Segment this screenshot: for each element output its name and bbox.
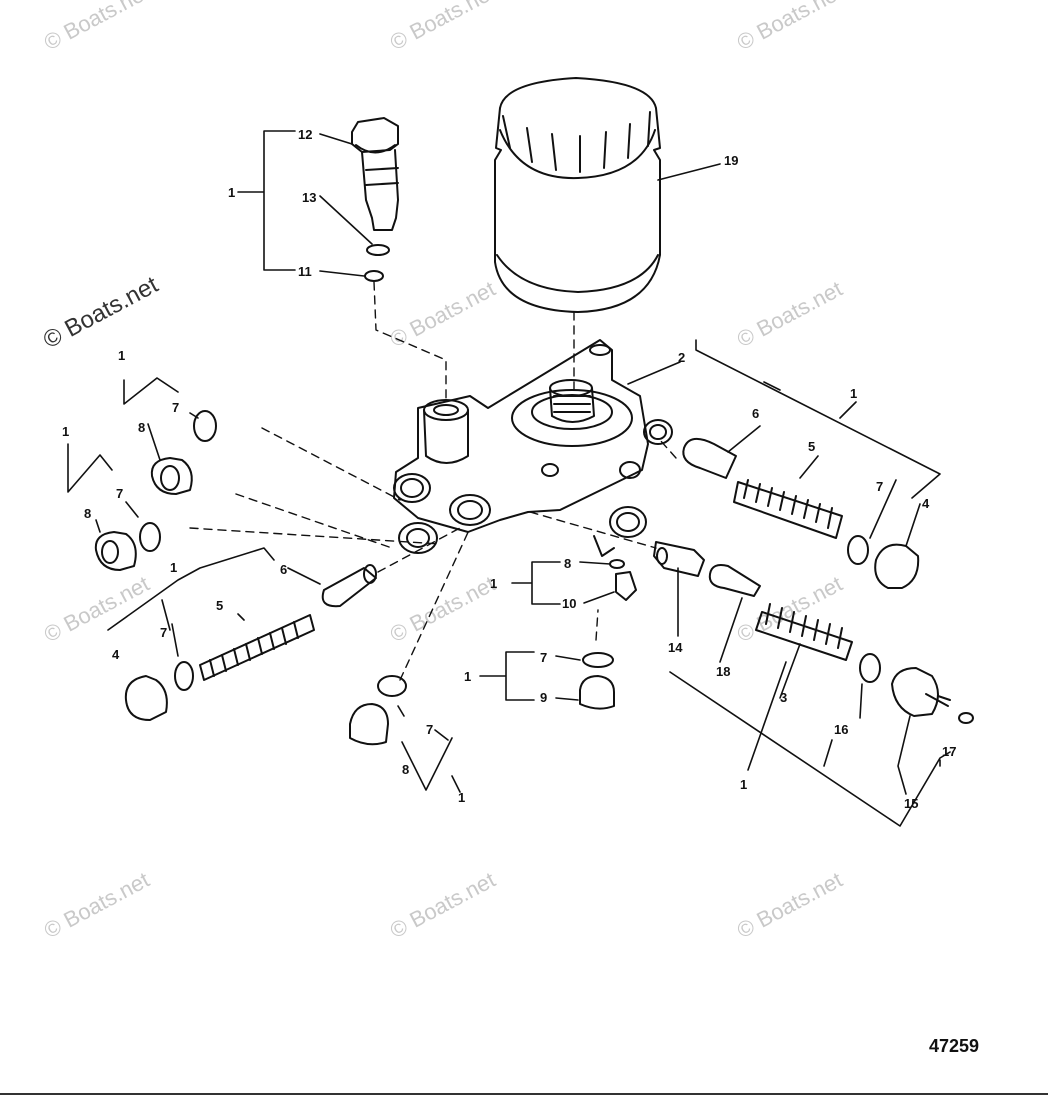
callout-label: 13 bbox=[302, 190, 316, 205]
callout-label: 1 bbox=[228, 185, 235, 200]
callout-label: 11 bbox=[298, 264, 312, 279]
callout-label: 6 bbox=[752, 406, 759, 421]
left-spring-assembly bbox=[124, 564, 377, 721]
callout-label: 7 bbox=[540, 650, 547, 665]
callout-label: 15 bbox=[904, 796, 918, 811]
callout-label: 1 bbox=[170, 560, 177, 575]
callout-label: 2 bbox=[678, 350, 685, 365]
filter-adapter-housing bbox=[393, 339, 673, 557]
callout-label: 5 bbox=[808, 439, 815, 454]
callout-label: 9 bbox=[540, 690, 547, 705]
right-spring-assembly bbox=[682, 437, 920, 589]
bottom-rule bbox=[0, 1093, 1048, 1095]
callout-label: 1 bbox=[458, 790, 465, 805]
callout-label: 8 bbox=[564, 556, 571, 571]
oil-filter-part bbox=[494, 77, 661, 313]
left-plugs bbox=[94, 410, 217, 571]
callout-label: 4 bbox=[112, 647, 120, 662]
callout-label: 10 bbox=[562, 596, 576, 611]
callout-label: 7 bbox=[426, 722, 433, 737]
callout-label: 6 bbox=[280, 562, 287, 577]
document-number: 47259 bbox=[929, 1036, 980, 1056]
callout-label: 7 bbox=[116, 486, 123, 501]
bypass-bolt-part bbox=[351, 117, 399, 282]
callout-label: 17 bbox=[942, 744, 956, 759]
callout-label: 18 bbox=[716, 664, 730, 679]
callout-label: 1 bbox=[490, 576, 497, 591]
callout-label: 3 bbox=[780, 690, 787, 705]
callout-label: 5 bbox=[216, 598, 223, 613]
callout-label: 1 bbox=[850, 386, 857, 401]
leader-lines bbox=[67, 130, 951, 827]
callout-label: 14 bbox=[668, 640, 683, 655]
callout-label: 1 bbox=[740, 777, 747, 792]
callout-label: 7 bbox=[160, 625, 167, 640]
callout-label: 7 bbox=[172, 400, 179, 415]
callout-label: 4 bbox=[922, 496, 930, 511]
callout-label: 1 bbox=[62, 424, 69, 439]
callout-label: 8 bbox=[84, 506, 91, 521]
callout-label: 7 bbox=[876, 479, 883, 494]
callout-label: 16 bbox=[834, 722, 848, 737]
callout-label: 19 bbox=[724, 153, 738, 168]
callout-label: 12 bbox=[298, 127, 312, 142]
callout-label: 1 bbox=[464, 669, 471, 684]
callout-label: 1 bbox=[118, 348, 125, 363]
guide-dashes bbox=[189, 281, 677, 681]
callout-label: 8 bbox=[402, 762, 409, 777]
callout-label: 8 bbox=[138, 420, 145, 435]
lower-right-assembly bbox=[653, 541, 974, 724]
